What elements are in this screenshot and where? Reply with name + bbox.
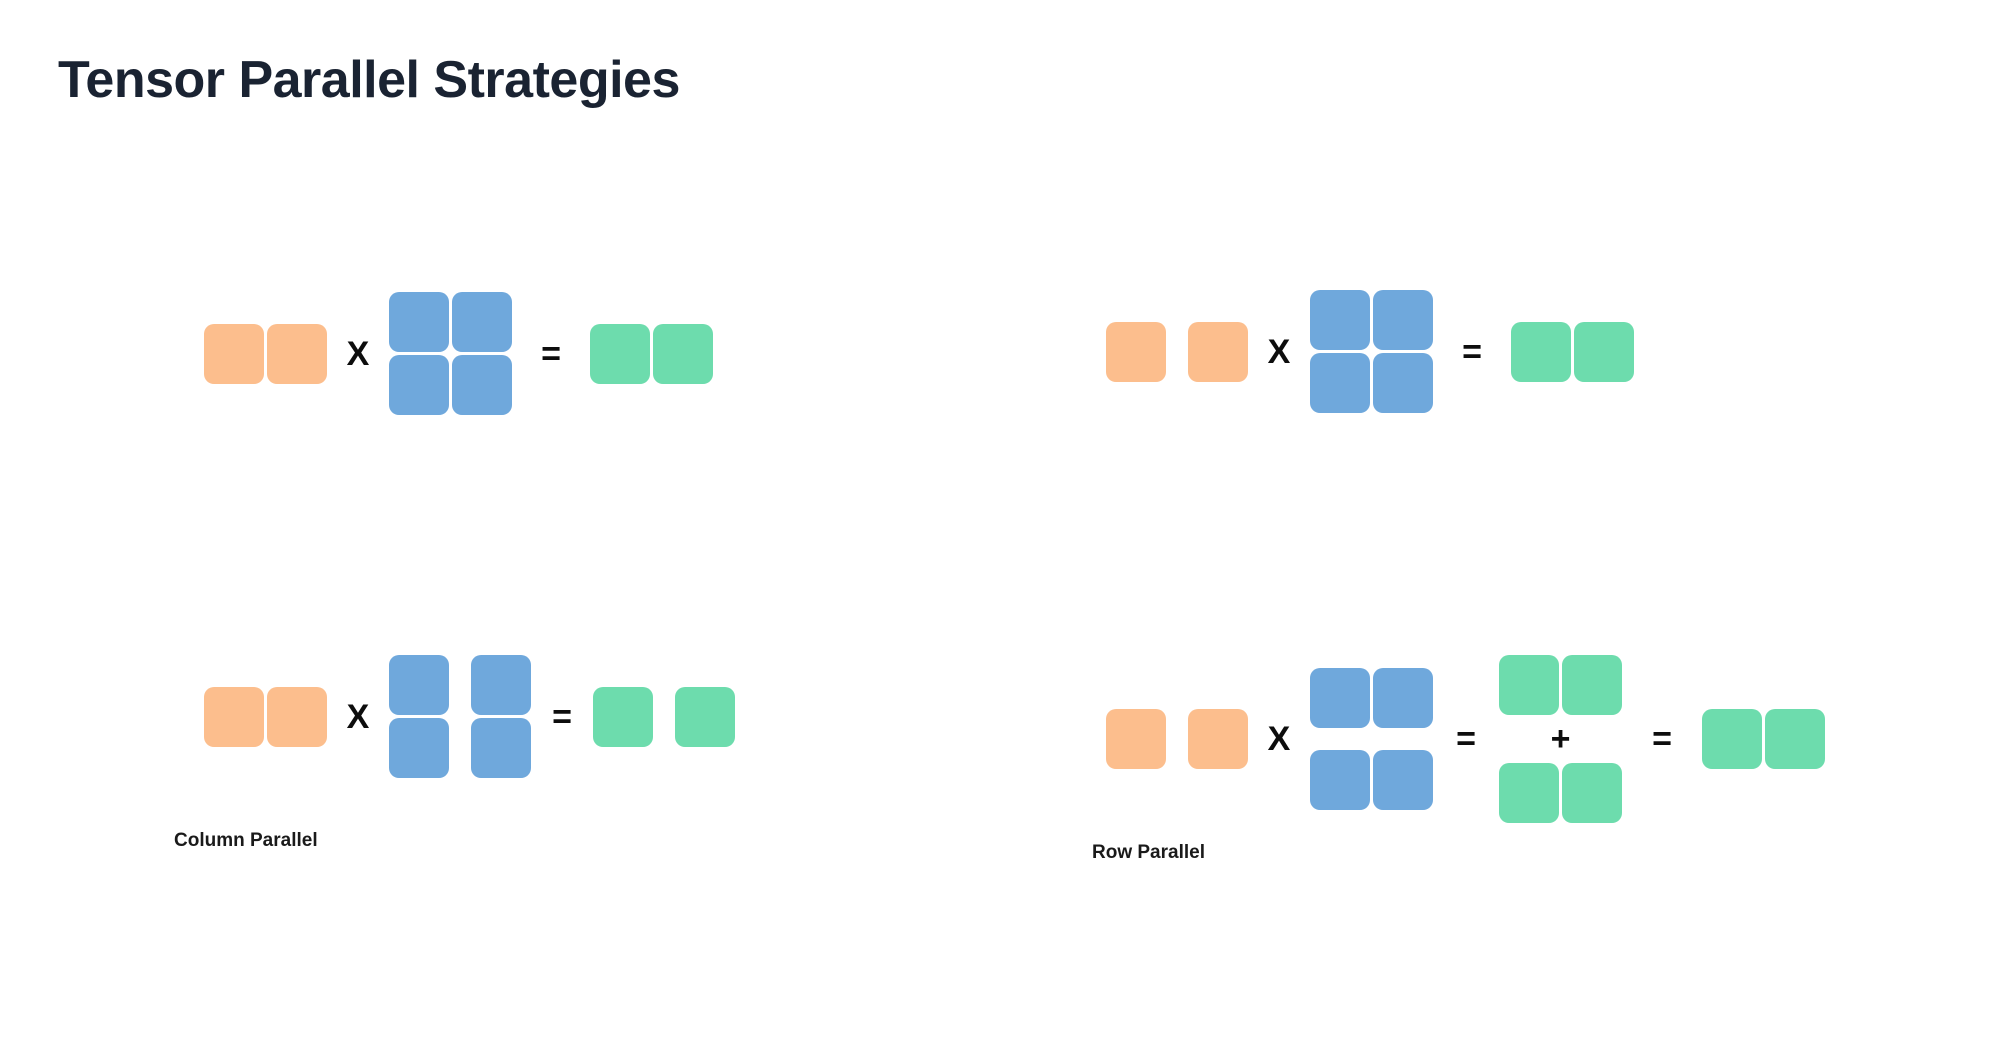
matrix-cell-orange — [204, 687, 264, 747]
matrix-cell-blue — [1373, 353, 1433, 413]
matrix-cell-green — [1499, 763, 1559, 823]
output-matrix-green-reduced — [1702, 709, 1825, 769]
output-matrix-green — [1511, 322, 1634, 382]
matrix-cell-green — [590, 324, 650, 384]
matrix-cell-blue — [471, 655, 531, 715]
partial-output-matrix-green-1 — [1499, 763, 1622, 823]
equals-operator: = — [512, 337, 590, 371]
matrix-cell-orange — [267, 687, 327, 747]
matrix-cell-blue — [389, 718, 449, 778]
input-matrix-orange-sharded — [1106, 322, 1248, 382]
matrix-cell-orange — [1106, 709, 1166, 769]
input-matrix-orange — [204, 324, 327, 384]
plus-operator: + — [1499, 715, 1622, 763]
input-matrix-orange — [204, 687, 327, 747]
matrix-cell-orange — [267, 324, 327, 384]
equals-operator: = — [1433, 722, 1499, 756]
equals-operator-final: = — [1622, 722, 1702, 756]
output-matrix-green-column-sharded — [593, 687, 735, 747]
matrix-cell-blue — [389, 292, 449, 352]
matrix-cell-blue — [1373, 668, 1433, 728]
weight-matrix-blue-row-sharded — [1310, 668, 1433, 810]
page-title: Tensor Parallel Strategies — [58, 52, 680, 109]
matrix-cell-blue — [1310, 290, 1370, 350]
input-matrix-orange-sharded — [1106, 709, 1248, 769]
matrix-cell-blue — [1310, 353, 1370, 413]
weight-matrix-blue-column-sharded — [389, 655, 531, 778]
matrix-cell-blue — [389, 655, 449, 715]
matrix-cell-blue — [1373, 750, 1433, 810]
matrix-cell-green — [1702, 709, 1762, 769]
matrix-cell-green — [1574, 322, 1634, 382]
caption-column-parallel: Column Parallel — [174, 830, 318, 852]
diagram-top-left: X = — [204, 292, 713, 415]
matrix-cell-orange — [1106, 322, 1166, 382]
matrix-cell-green — [1499, 655, 1559, 715]
matrix-cell-orange — [1188, 322, 1248, 382]
matrix-cell-blue — [471, 718, 531, 778]
matrix-cell-blue — [389, 355, 449, 415]
diagram-bottom-left-column-parallel: X = — [204, 655, 735, 778]
multiply-operator: X — [327, 700, 389, 734]
equals-operator: = — [1433, 335, 1511, 369]
weight-matrix-blue — [1310, 290, 1433, 413]
matrix-cell-orange — [204, 324, 264, 384]
weight-matrix-blue — [389, 292, 512, 415]
multiply-operator: X — [327, 337, 389, 371]
output-matrix-green — [590, 324, 713, 384]
matrix-cell-blue — [1373, 290, 1433, 350]
multiply-operator: X — [1248, 335, 1310, 369]
matrix-cell-blue — [1310, 750, 1370, 810]
diagram-top-right: X = — [1106, 290, 1634, 413]
matrix-cell-blue — [452, 355, 512, 415]
partial-sum-stack: + — [1499, 655, 1622, 823]
matrix-cell-green — [1765, 709, 1825, 769]
matrix-cell-green — [593, 687, 653, 747]
matrix-cell-green — [1511, 322, 1571, 382]
matrix-cell-green — [653, 324, 713, 384]
matrix-cell-orange — [1188, 709, 1248, 769]
caption-row-parallel: Row Parallel — [1092, 842, 1205, 864]
multiply-operator: X — [1248, 722, 1310, 756]
matrix-cell-blue — [1310, 668, 1370, 728]
matrix-cell-green — [1562, 655, 1622, 715]
matrix-cell-green — [1562, 763, 1622, 823]
matrix-cell-blue — [452, 292, 512, 352]
diagram-bottom-right-row-parallel: X = + = — [1106, 655, 1825, 823]
partial-output-matrix-green-0 — [1499, 655, 1622, 715]
equals-operator: = — [531, 700, 593, 734]
matrix-cell-green — [675, 687, 735, 747]
